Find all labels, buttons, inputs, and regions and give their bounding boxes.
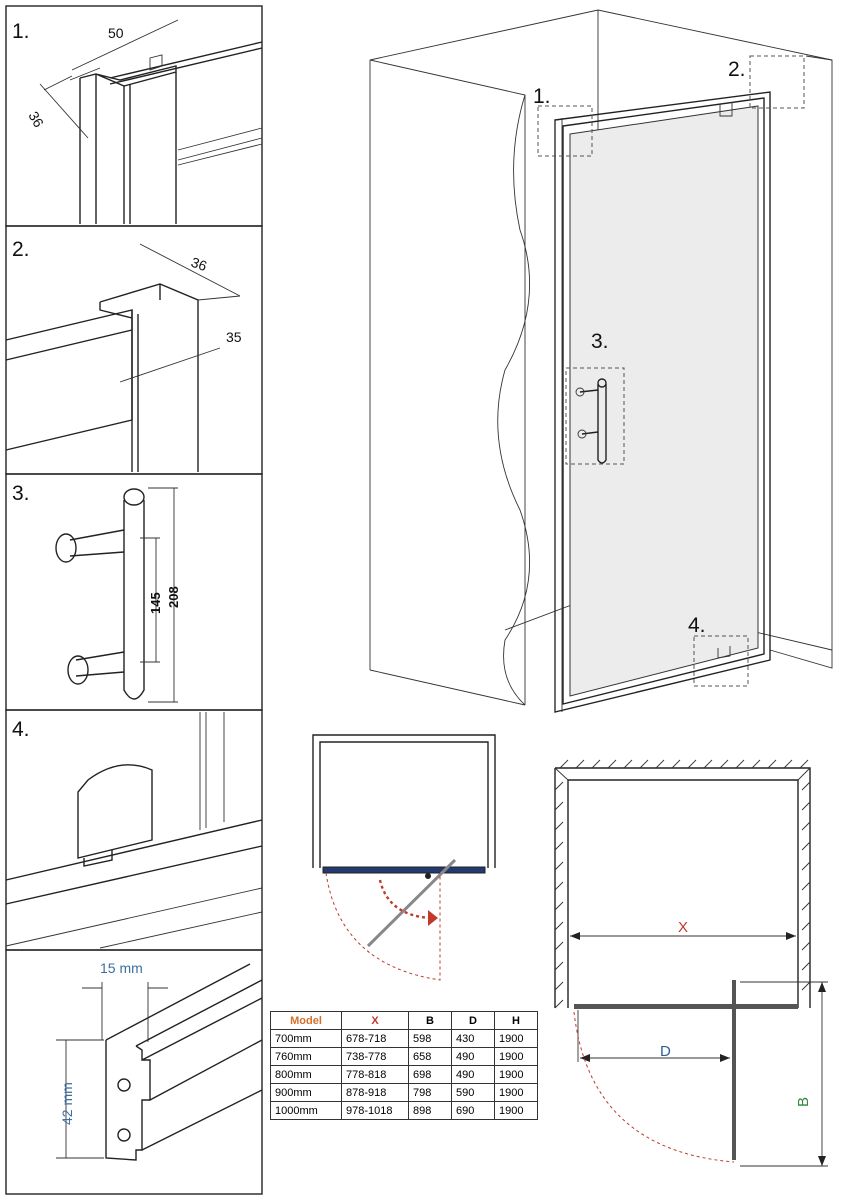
panel-2-number: 2. [12,238,30,261]
cell-model: 900mm [270,1083,342,1102]
panel-5-height-dim: 42 mm [59,1082,75,1125]
panel-2-detail: 2. 36 35 [5,238,242,472]
header-x: X [341,1011,409,1030]
cell-d: 430 [451,1029,495,1048]
cell-d: 490 [451,1065,495,1084]
header-d: D [451,1011,495,1030]
cell-b: 798 [408,1083,452,1102]
cell-d: 590 [451,1083,495,1102]
cell-b: 698 [408,1065,452,1084]
cell-model: 800mm [270,1065,342,1084]
callout-4-label: 4. [688,614,706,637]
header-h: H [494,1011,538,1030]
callout-box-4 [693,635,749,687]
panel-3-number: 3. [12,482,30,505]
panel-2-top-dim: 36 [189,254,209,274]
cell-h: 1900 [494,1101,538,1120]
table-header-row: Model X B D H [270,1011,538,1030]
callout-box-3 [565,367,625,465]
callout-box-1 [537,105,593,157]
plan-d-label: D [660,1043,671,1060]
panel-1-detail: 1. 50 36 [12,19,263,224]
plan-diagram: X B D [554,759,828,1167]
callout-3-label: 3. [591,330,609,353]
cell-model: 1000mm [270,1101,342,1120]
cell-h: 1900 [494,1029,538,1048]
detail-panel-frames [5,5,263,1195]
cell-x: 978-1018 [341,1101,409,1120]
cell-b: 598 [408,1029,452,1048]
table-row: 760mm 738-778 658 490 1900 [270,1047,538,1066]
panel-3-inner-dim: 145 [148,592,163,614]
panel-5-width-dim: 15 mm [100,960,143,976]
callout-2-label: 2. [728,58,746,81]
header-model: Model [270,1011,342,1030]
cell-b: 658 [408,1047,452,1066]
cell-x: 738-778 [341,1047,409,1066]
panel-5-detail: 15 mm 42 mm [56,960,263,1161]
main-perspective-view: 1. 2. 3. 4. [369,9,833,713]
panel-3-outer-dim: 208 [166,586,181,608]
panel-1-depth-dim: 36 [25,109,47,131]
table-row: 800mm 778-818 698 490 1900 [270,1065,538,1084]
cell-b: 898 [408,1101,452,1120]
panel-4-number: 4. [12,718,30,741]
panel-1-number: 1. [12,20,30,43]
panel-3-detail: 3. 145 208 [12,482,181,703]
cell-x: 778-818 [341,1065,409,1084]
panel-4-detail: 4. [5,712,263,949]
callout-box-2 [749,55,805,109]
cell-model: 700mm [270,1029,342,1048]
cell-x: 878-918 [341,1083,409,1102]
header-b: B [408,1011,452,1030]
table-row: 1000mm 978-1018 898 690 1900 [270,1101,538,1120]
cell-h: 1900 [494,1083,538,1102]
plan-b-label: B [795,1097,812,1107]
table-row: 700mm 678-718 598 430 1900 [270,1029,538,1048]
table-row: 900mm 878-918 798 590 1900 [270,1083,538,1102]
panel-2-side-dim: 35 [226,329,242,345]
cell-d: 690 [451,1101,495,1120]
cell-x: 678-718 [341,1029,409,1048]
cell-h: 1900 [494,1047,538,1066]
cell-h: 1900 [494,1065,538,1084]
dimension-table: Model X B D H 700mm 678-718 598 430 1900… [270,1011,538,1120]
cell-model: 760mm [270,1047,342,1066]
callout-1-label: 1. [533,85,551,108]
plan-x-label: X [678,919,688,936]
panel-1-width-dim: 50 [108,25,124,41]
swing-diagram [312,734,496,981]
cell-d: 490 [451,1047,495,1066]
